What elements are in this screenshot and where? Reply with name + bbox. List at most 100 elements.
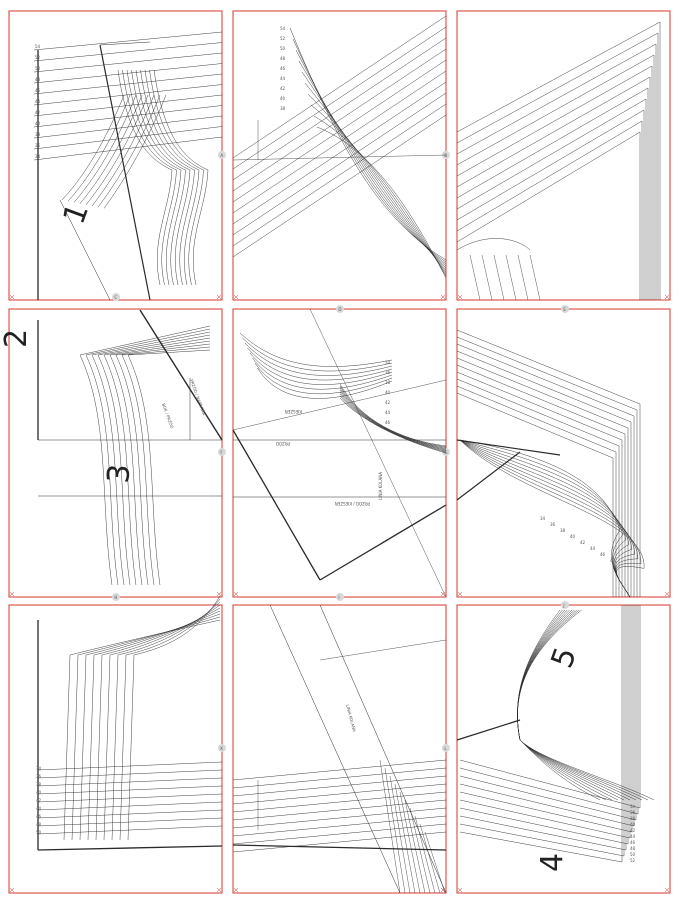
crop-mark	[216, 887, 222, 893]
piece-number-5: 5	[545, 643, 584, 673]
pattern-note: LINIA KOLANA	[378, 472, 383, 500]
grade-line	[459, 767, 639, 815]
grade-line	[79, 325, 211, 356]
leg-curve	[459, 439, 645, 598]
size-label: 40	[385, 390, 391, 395]
grade-line	[384, 767, 406, 894]
size-label: 36	[630, 810, 636, 815]
grade-line	[456, 21, 661, 133]
grade-line	[33, 136, 223, 161]
join-marker-e	[561, 305, 569, 313]
join-marker-label: D	[338, 307, 341, 312]
size-label: 50	[36, 830, 42, 835]
grade-line	[456, 131, 641, 243]
grade-line	[232, 759, 447, 781]
grade-line	[37, 785, 223, 795]
fold-line	[319, 639, 447, 661]
crotch-curve	[117, 69, 173, 286]
crotch-line	[456, 451, 521, 501]
grade-line	[91, 331, 211, 356]
pocket-curve	[91, 94, 155, 207]
crop-mark	[9, 591, 15, 597]
leg-curve	[316, 126, 447, 279]
waist-edge	[99, 41, 151, 46]
grade-line	[85, 328, 211, 356]
leg-curve	[459, 439, 642, 598]
knee-tie	[456, 439, 561, 456]
join-marker-label: C	[114, 295, 117, 300]
hem-curve	[456, 238, 531, 251]
pocket-curve	[103, 94, 167, 209]
grade-line	[97, 334, 211, 356]
size-label: 38	[630, 816, 636, 821]
crop-mark	[216, 591, 222, 597]
size-label: 42	[280, 86, 286, 91]
pattern-note: PRZÓD / KIESZEŃ	[335, 501, 370, 506]
grade-line	[127, 654, 135, 841]
grade-line	[456, 371, 623, 441]
join-marker-d	[336, 305, 344, 313]
pocket-curve	[61, 94, 125, 201]
size-label: 36	[550, 522, 556, 527]
join-marker-l	[442, 744, 450, 752]
size-label: 34	[385, 360, 391, 365]
crop-mark	[440, 591, 446, 597]
grade-line	[232, 807, 447, 829]
grade-line	[456, 120, 643, 232]
grade-line	[37, 761, 223, 771]
leg-curve	[289, 27, 447, 261]
crop-mark	[440, 294, 446, 300]
size-label: 38	[560, 528, 566, 533]
piece-number-4: 4	[535, 853, 570, 872]
crop-mark	[664, 294, 670, 300]
crop-mark	[233, 591, 239, 597]
crotch-curve	[133, 595, 221, 656]
grade-line	[33, 105, 223, 128]
size-label: 38	[385, 380, 391, 385]
grade-line	[63, 654, 71, 841]
grade-line	[399, 791, 421, 894]
side-curve	[517, 609, 649, 801]
crop-mark	[457, 887, 463, 893]
crotch-curve	[85, 613, 221, 656]
grade-line	[493, 254, 505, 301]
join-marker-j	[561, 601, 569, 609]
join-marker-label: L	[444, 746, 447, 751]
size-label: 34	[36, 766, 42, 771]
pocket-curve	[239, 332, 393, 367]
grade-line	[505, 254, 517, 301]
grade-line	[33, 84, 223, 106]
size-label: 34	[540, 516, 546, 521]
grade-line	[456, 343, 635, 417]
grain-line	[232, 379, 447, 431]
straight-grain	[309, 308, 447, 598]
size-label: 38	[36, 782, 42, 787]
join-marker-label: F	[220, 450, 223, 455]
page-frame-r2c3	[456, 308, 671, 598]
size-label: 36	[36, 774, 42, 779]
grade-line	[109, 340, 211, 356]
hip-line	[232, 154, 447, 161]
grade-line	[119, 654, 127, 841]
grade-line	[481, 254, 493, 301]
grade-line	[414, 815, 436, 894]
grade-line	[103, 654, 111, 841]
grade-line	[33, 94, 223, 117]
grade-line	[37, 809, 223, 819]
crotch-curve	[122, 69, 177, 286]
grade-line	[456, 54, 655, 166]
grade-line	[456, 392, 614, 459]
grade-line	[456, 43, 657, 155]
grade-line	[456, 378, 620, 447]
pocket-curve	[67, 94, 131, 202]
grade-line	[424, 831, 446, 894]
grade-line	[37, 817, 223, 827]
crotch-curve	[339, 397, 447, 454]
grade-line	[456, 385, 617, 453]
grade-line	[517, 254, 529, 301]
grade-line	[232, 70, 447, 214]
crotch-curve	[140, 69, 195, 286]
grade-line	[459, 823, 625, 857]
grade-line	[456, 109, 645, 221]
